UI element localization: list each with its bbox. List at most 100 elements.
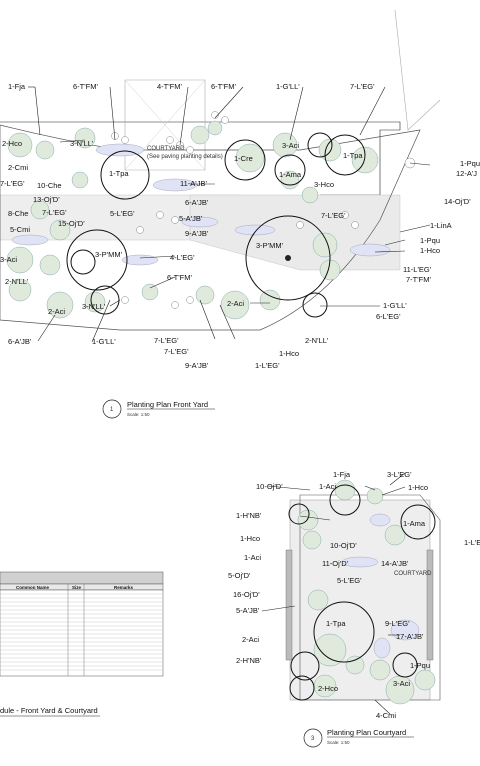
front-label-40: 7-T'FM' [406, 275, 432, 284]
front-label-24: 7-L'EG' [42, 208, 67, 217]
front-label-27: 5-A'JB' [179, 214, 203, 223]
front-label-51: 2-N'LL' [305, 336, 329, 345]
front-label-13: 1-Pqu [460, 159, 480, 168]
court-label-7: 1-Ama [403, 519, 426, 528]
front-label-31: 5-Cmi [10, 225, 30, 234]
court-label-20: 17-A'JB' [396, 632, 424, 641]
front-label-52: 7-L'EG' [164, 347, 189, 356]
front-label-36: 3-Aci [0, 255, 17, 264]
front-label-26: 6-A'JB' [185, 198, 209, 207]
front-yard-number: 1 [110, 407, 114, 413]
front-label-34: 3-P'MM' [256, 241, 284, 250]
front-label-19: 10-Che [37, 181, 62, 190]
court-label-9: 10-Oj'D' [330, 541, 357, 550]
front-yard-labels: 1-Fja 6-T'FM' 4-T'FM' 6-T'FM' 1-G'LL' 7-… [0, 82, 480, 370]
front-label-33: 3-P'MM' [95, 250, 123, 259]
front-label-1: 1-Fja [8, 82, 26, 91]
courtyard-note: COURTYARD [394, 571, 432, 577]
courtyard-number-circle [303, 728, 323, 748]
front-label-50: 7-L'EG' [154, 336, 179, 345]
front-label-35: 1-Pqu [420, 236, 440, 245]
front-label-38: 1-Hco [420, 246, 440, 255]
court-label-15: 5-L'EG' [337, 576, 362, 585]
front-label-4: 6-T'FM' [211, 82, 237, 91]
front-label-8: 3-N'LL' [70, 139, 94, 148]
court-label-6: 1-H'NB' [236, 511, 262, 520]
front-label-29: 7-L'EG' [321, 211, 346, 220]
court-label-8: 1-Hco [240, 534, 260, 543]
front-label-55: 1-L'EG' [255, 361, 280, 370]
plant-schedule-table: Common Name Size Remarks dule - Front Ya… [0, 571, 164, 717]
court-label-25: 3-Aci [393, 679, 410, 688]
front-label-25: 5-L'EG' [110, 209, 135, 218]
front-label-45: 1-G'LL' [383, 301, 407, 310]
front-yard-plan [0, 9, 441, 331]
front-paving-note: (See paving planting details) [147, 154, 223, 160]
front-label-20: 11-A'JB' [180, 179, 207, 188]
court-label-26: 4-Cmi [376, 711, 396, 720]
front-label-37: 4-L'EG' [170, 253, 195, 262]
front-label-32: 9-A'JB' [185, 229, 209, 238]
court-label-13: 14-A'JB' [381, 559, 409, 568]
front-yard-title-block: 1 Planting Plan Front Yard Scale: 1:50 [102, 399, 215, 419]
court-label-23: 1-Pqu [410, 661, 430, 670]
front-label-17: 3-Hco [314, 180, 334, 189]
schedule-col-common-name: Common Name [16, 585, 50, 590]
court-label-17: 5-A'JB' [236, 606, 260, 615]
court-label-12: 11-Oj'D' [322, 559, 349, 568]
front-label-53: 1-Hco [279, 349, 299, 358]
courtyard-number: 3 [311, 736, 315, 742]
court-label-3: 10-Oj'D' [256, 482, 283, 491]
court-label-11: 1-Aci [244, 553, 261, 562]
schedule-col-size: Size [72, 585, 82, 590]
court-label-1: 1-Fja [333, 470, 351, 479]
court-label-22: 2-H'NB' [236, 656, 262, 665]
court-label-19: 9-L'EG' [385, 619, 410, 628]
court-label-5: 1-Hco [408, 483, 428, 492]
front-yard-scale: Scale: 1:50 [127, 412, 150, 417]
front-label-41: 2-N'LL' [5, 277, 29, 286]
front-yard-number-circle [102, 399, 122, 419]
courtyard-plan: COURTYARD [261, 472, 441, 715]
court-label-18: 1-Tpa [326, 619, 346, 628]
front-label-30: 1-LinA [430, 221, 452, 230]
court-label-2: 3-L'EG' [387, 470, 412, 479]
front-label-6: 7-L'EG' [350, 82, 375, 91]
front-label-47: 2-Aci [48, 307, 65, 316]
front-yard-title: Planting Plan Front Yard [127, 400, 208, 409]
front-label-9: 2-Cmi [8, 163, 28, 172]
front-label-18: 7-L'EG' [0, 179, 25, 188]
front-label-54: 9-A'JB' [185, 361, 209, 370]
front-label-23: 8-Che [8, 209, 28, 218]
court-label-14: 5-Oj'D' [228, 571, 251, 580]
front-label-16: 1-Ama [279, 170, 302, 179]
front-label-15: 1-Tpa [109, 169, 129, 178]
front-label-3: 4-T'FM' [157, 82, 183, 91]
court-label-10: 1-L'E [464, 538, 480, 547]
schedule-title: dule - Front Yard & Courtyard [0, 706, 98, 715]
courtyard-title: Planting Plan Courtyard [327, 728, 406, 737]
court-label-4: 1-Aci [319, 482, 336, 491]
front-label-12: 1-Tpa [343, 151, 363, 160]
front-label-28: 15-Oj'D' [58, 219, 85, 228]
court-label-16: 16-Oj'D' [233, 590, 260, 599]
courtyard-labels: 1-Fja 3-L'EG' 10-Oj'D' 1-Aci 1-Hco 1-H'N… [228, 470, 480, 720]
courtyard-scale: Scale: 1:50 [327, 740, 350, 745]
front-label-46: 6-L'EG' [376, 312, 401, 321]
front-label-11: 3-Aci [282, 141, 299, 150]
front-label-43: 2-Aci [227, 299, 244, 308]
court-label-24: 2-Hco [318, 684, 338, 693]
front-label-22: 13-Oj'D' [33, 195, 60, 204]
front-label-39: 11-L'EG' [403, 265, 432, 274]
front-label-21: 14-Oj'D' [444, 197, 471, 206]
court-label-21: 2-Aci [242, 635, 259, 644]
front-label-2: 6-T'FM' [73, 82, 99, 91]
front-label-7: 2-Hco [2, 139, 22, 148]
front-courtyard-note: COURTYARD [147, 146, 185, 152]
front-label-14: 12-A'J [456, 169, 477, 178]
front-label-44: 3-N'LL' [82, 302, 106, 311]
schedule-col-remarks: Remarks [114, 585, 134, 590]
front-label-49: 1-G'LL' [92, 337, 116, 346]
front-label-42: 6-T'FM' [167, 273, 193, 282]
